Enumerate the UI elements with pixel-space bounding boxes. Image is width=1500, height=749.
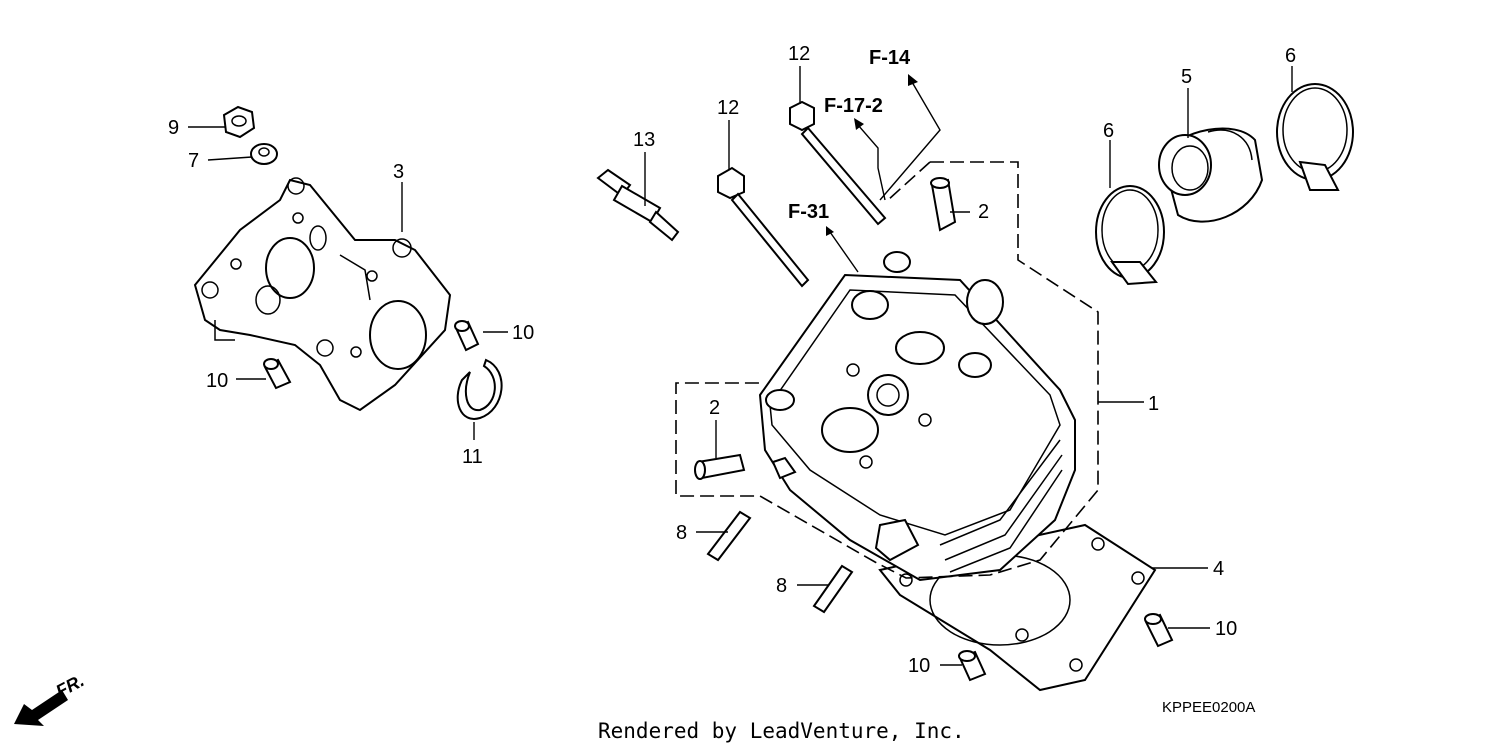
callout-8-right: 8 (776, 575, 787, 597)
callouts: 1 2 2 3 4 5 6 6 7 8 8 9 10 10 10 10 11 1… (168, 43, 1296, 677)
part-valve-guide-upper (930, 177, 957, 232)
callout-5: 5 (1181, 66, 1192, 88)
callout-10-right: 10 (1215, 618, 1237, 640)
callout-2-lower: 2 (709, 397, 720, 419)
part-clamp-a (1095, 185, 1165, 286)
callout-6-left: 6 (1103, 120, 1114, 142)
part-dowel-pin-c (1144, 613, 1174, 648)
part-bolt-a (717, 166, 810, 288)
diagram-code: KPPEE0200A (1162, 699, 1255, 716)
callout-9: 9 (168, 117, 179, 139)
part-clamp-b (1276, 83, 1354, 191)
part-valve-guide-lower (694, 453, 746, 480)
leader-lines (188, 66, 1293, 666)
part-stud-a (706, 510, 752, 562)
part-circlip (456, 358, 503, 420)
callout-2-upper: 2 (978, 201, 989, 223)
callout-13: 13 (633, 129, 655, 151)
part-stud-b (812, 564, 854, 614)
callout-12-right: 12 (788, 43, 810, 65)
reference-arrows (826, 74, 941, 273)
part-nut (222, 105, 256, 139)
callout-10-left: 10 (206, 370, 228, 392)
part-washer (250, 143, 278, 165)
callout-11: 11 (462, 446, 483, 468)
callout-10-top: 10 (512, 322, 534, 344)
callout-1: 1 (1148, 393, 1159, 415)
part-cylinder-head (758, 251, 1157, 692)
callout-12-left: 12 (717, 97, 739, 119)
credit-line: Rendered by LeadVenture, Inc. (598, 719, 965, 743)
reference-labels: F-14 F-17-2 F-31 (788, 47, 911, 223)
ref-f31: F-31 (788, 201, 829, 223)
part-spark-plug (596, 168, 680, 242)
part-dowel-pin-d (958, 650, 987, 682)
part-dowel-pin-a (454, 320, 480, 352)
callout-8-left: 8 (676, 522, 687, 544)
part-cam-holder (193, 177, 452, 412)
ref-f14: F-14 (869, 47, 911, 69)
callout-10-bottom: 10 (908, 655, 930, 677)
ref-f17-2: F-17-2 (824, 95, 883, 117)
callout-3: 3 (393, 161, 404, 183)
callout-4: 4 (1213, 558, 1224, 580)
callout-6-right: 6 (1285, 45, 1296, 67)
part-bolt-b (789, 100, 887, 226)
front-direction-arrow (14, 690, 68, 726)
callout-7: 7 (188, 150, 199, 172)
part-insulator (1158, 127, 1264, 223)
part-dowel-pin-b (263, 358, 292, 390)
